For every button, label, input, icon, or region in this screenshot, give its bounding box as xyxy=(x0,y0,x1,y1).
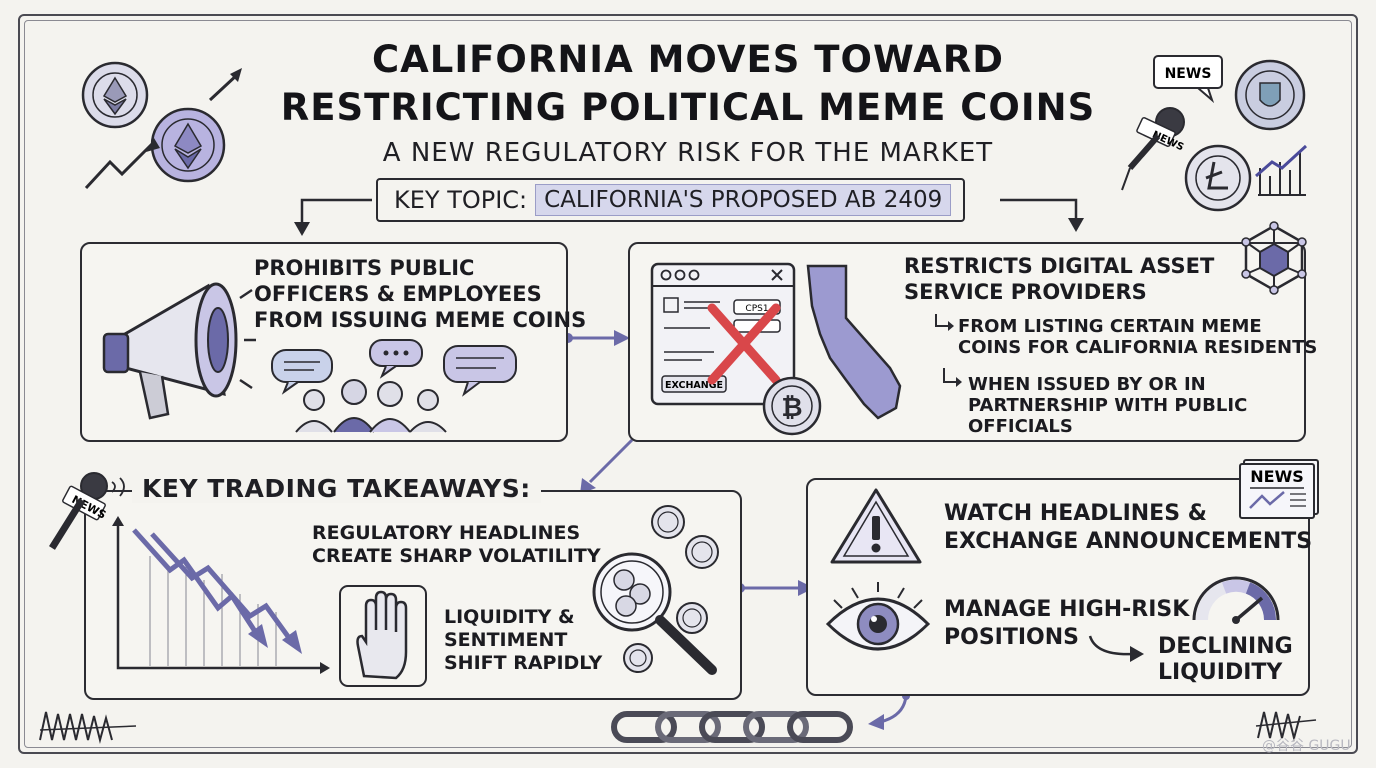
speech-bubble-icon xyxy=(271,349,333,395)
key-topic-value: CALIFORNIA'S PROPOSED AB 2409 xyxy=(535,184,952,216)
megaphone-icon xyxy=(102,282,256,420)
bullet-arrow-icon xyxy=(935,314,954,331)
close-icon xyxy=(771,269,783,281)
speech-bubble-dots-icon xyxy=(369,339,423,379)
takeaway-2-line-3: SHIFT RAPIDLY xyxy=(444,652,603,674)
takeaway-1-line-1: REGULATORY HEADLINES xyxy=(312,522,581,544)
restricts-bullet-2-line-3: OFFICIALS xyxy=(968,416,1073,437)
takeaway-2-line-1: LIQUIDITY & xyxy=(444,606,575,628)
restricts-bullet-2-line-1: WHEN ISSUED BY OR IN xyxy=(968,374,1206,395)
title-line-2: RESTRICTING POLITICAL MEME COINS xyxy=(280,86,1096,129)
watch-1-line-2: EXCHANGE ANNOUNCEMENTS xyxy=(944,529,1313,554)
bullet-arrow-icon-2 xyxy=(943,368,962,387)
subtitle: A NEW REGULATORY RISK FOR THE MARKET xyxy=(382,138,994,168)
news-microphone-icon: NEWS xyxy=(49,472,125,550)
bitcoin-coin-icon: ₿ xyxy=(762,376,822,436)
prohibits-line-3: FROM ISSUING MEME COINS xyxy=(254,308,587,332)
prohibits-line-1: PROHIBITS PUBLIC xyxy=(254,256,475,280)
magnifier-coins-icon xyxy=(592,505,719,675)
news-coins-illustration: NEWS NEWS xyxy=(1121,55,1308,212)
scribble-right-icon xyxy=(1255,711,1317,742)
ticker-label: CPS1 xyxy=(745,304,768,314)
watch-3-line-1: DECLINING xyxy=(1158,634,1293,659)
title-line-1: CALIFORNIA MOVES TOWARD xyxy=(371,38,1004,81)
newspaper-icon: NEWS xyxy=(1239,459,1319,519)
watch-2-line-1: MANAGE HIGH-RISK xyxy=(944,597,1190,622)
bar-chart-icon xyxy=(1255,144,1308,196)
california-map-icon xyxy=(806,264,902,420)
blockchain-cube-icon xyxy=(1241,221,1307,295)
crowd-icon xyxy=(295,379,447,433)
scribble-left-icon xyxy=(39,711,137,744)
crypto-coins-illustration xyxy=(81,61,242,190)
eye-icon xyxy=(825,582,931,651)
warning-triangle-icon xyxy=(830,488,922,564)
chain-icon xyxy=(611,711,853,743)
curved-arrow-icon xyxy=(1088,635,1144,662)
watch-2-line-2: POSITIONS xyxy=(944,625,1080,650)
magnifying-glass-icon xyxy=(592,552,717,675)
news-bubble-icon: NEWS xyxy=(1153,55,1223,104)
arrow-up-icon xyxy=(208,72,240,102)
watch-3-line-2: LIQUIDITY xyxy=(1158,660,1283,685)
speech-bubble-icon-2 xyxy=(443,345,517,397)
gauge-icon xyxy=(1192,576,1280,624)
raised-hand-icon xyxy=(339,585,427,687)
restricts-bullet-1-line-2: COINS FOR CALIFORNIA RESIDENTS xyxy=(958,337,1318,358)
coin-icon xyxy=(623,505,719,673)
litecoin-icon xyxy=(1184,144,1252,212)
svg-text:₿: ₿ xyxy=(781,393,802,423)
key-topic-banner: KEY TOPIC: CALIFORNIA'S PROPOSED AB 2409 xyxy=(376,178,966,222)
restricts-heading-line-2: SERVICE PROVIDERS xyxy=(904,280,1147,304)
takeaway-2-line-2: SENTIMENT xyxy=(444,629,568,651)
takeaway-1-line-2: CREATE SHARP VOLATILITY xyxy=(312,545,601,567)
trend-up-icon xyxy=(84,142,154,190)
watermark: @谷谷 GUGU xyxy=(1262,738,1351,754)
news-label: NEWS xyxy=(1165,66,1212,82)
prohibits-line-2: OFFICERS & EMPLOYEES xyxy=(254,282,542,306)
blocked-exchange-illustration: CPS1 EXCHANGE ₿ xyxy=(650,262,902,436)
exchange-label: EXCHANGE xyxy=(665,380,723,391)
restricts-bullet-2-line-2: PARTNERSHIP WITH PUBLIC xyxy=(968,395,1248,416)
takeaways-heading: KEY TRADING TAKEAWAYS: xyxy=(132,474,541,503)
watch-1-line-1: WATCH HEADLINES & xyxy=(944,501,1207,526)
restricts-heading-line-1: RESTRICTS DIGITAL ASSET xyxy=(904,254,1215,278)
people-discussion-icon xyxy=(271,339,517,433)
red-x-icon xyxy=(707,303,781,385)
newspaper-label: NEWS xyxy=(1250,467,1304,486)
shield-coin-icon xyxy=(1234,59,1306,131)
outer-frame xyxy=(18,14,1358,754)
restricts-bullet-1-line-1: FROM LISTING CERTAIN MEME xyxy=(958,316,1262,337)
falling-chart-icon xyxy=(112,516,330,674)
ethereum-coin-icon xyxy=(81,61,149,129)
ethereum-coin-icon-large xyxy=(150,107,226,183)
inner-frame xyxy=(24,20,1352,748)
key-topic-label: KEY TOPIC: xyxy=(394,186,528,214)
